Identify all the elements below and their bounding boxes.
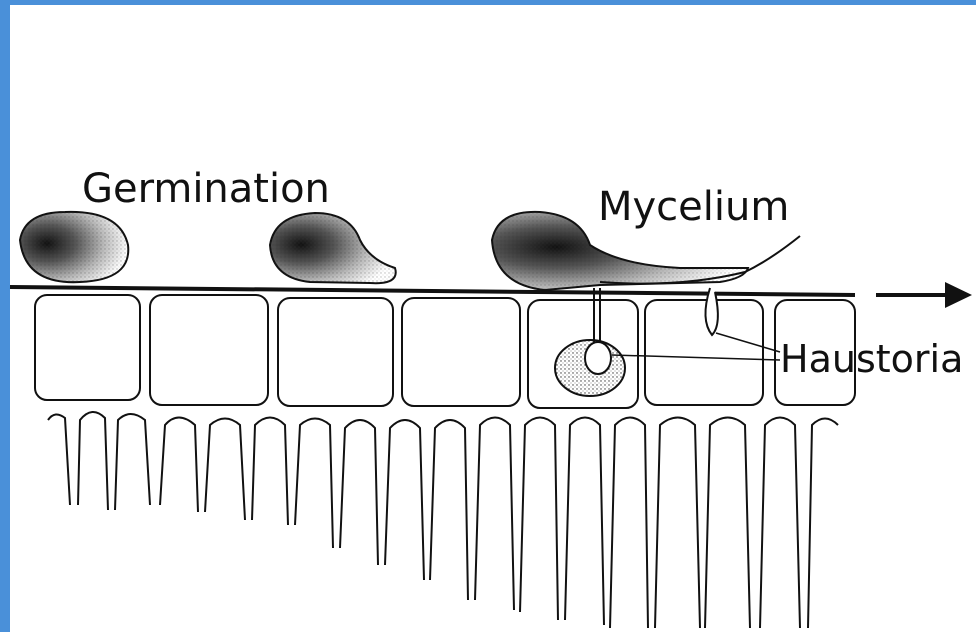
label-mycelium: Mycelium	[598, 184, 789, 230]
palisade-cell	[475, 418, 514, 611]
palisade-cell	[295, 419, 333, 549]
palisade-cells	[48, 412, 838, 628]
palisade-cell	[115, 414, 150, 510]
epidermal-cell	[645, 300, 763, 405]
palisade-cell	[160, 418, 198, 513]
epidermal-cell	[278, 298, 393, 406]
palisade-cell	[760, 418, 800, 629]
palisade-cell	[655, 418, 700, 629]
palisade-cell	[808, 419, 838, 629]
epidermal-cell	[402, 298, 520, 406]
spore-ungerminated	[20, 212, 128, 282]
label-haustoria: Haustoria	[780, 337, 963, 381]
haustoria-leader-2	[716, 333, 780, 352]
palisade-cell	[252, 418, 288, 526]
label-germination: Germination	[82, 166, 330, 212]
palisade-cell	[205, 419, 245, 521]
epidermal-cells	[35, 295, 855, 408]
spore-germinating	[270, 213, 396, 283]
palisade-cell	[565, 418, 604, 626]
leaf-surface-line	[10, 287, 855, 295]
palisade-cell	[610, 418, 648, 629]
palisade-cell	[78, 412, 108, 510]
epidermal-cell	[35, 295, 140, 400]
palisade-cell	[705, 418, 750, 629]
palisade-cell	[340, 420, 378, 565]
palisade-cell	[520, 418, 558, 621]
growth-arrow	[876, 282, 972, 308]
palisade-cell	[385, 420, 424, 580]
haustorium-body	[555, 288, 625, 396]
palisade-cell	[430, 420, 468, 600]
palisade-cell	[48, 414, 70, 505]
epidermal-cell	[150, 295, 268, 405]
haustorium-peg	[705, 288, 717, 335]
